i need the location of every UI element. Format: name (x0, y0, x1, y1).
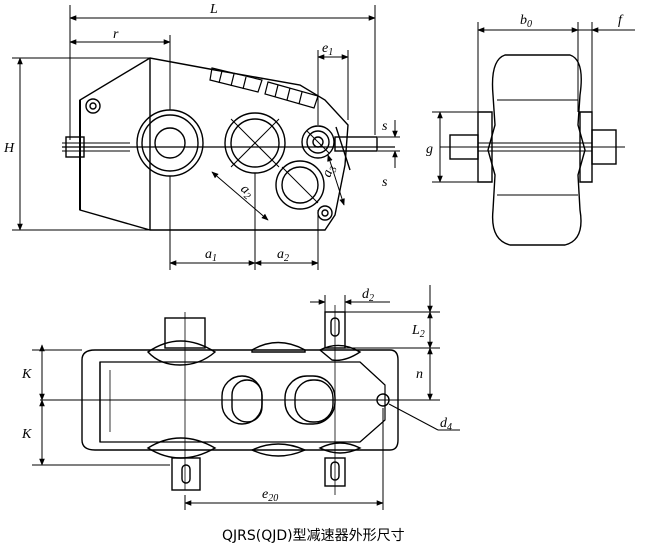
lifting-eye-left (85, 98, 101, 114)
bottom-cap-1 (146, 437, 217, 459)
label-f: f (618, 13, 624, 28)
top-cap-1 (146, 340, 217, 366)
lifting-eye-right (317, 205, 333, 221)
label-K-upper: K (21, 367, 32, 382)
front-dimensions (12, 5, 400, 270)
top-cap-2 (251, 341, 306, 353)
bearing-boss-2 (224, 112, 286, 174)
top-dimensions (32, 285, 460, 510)
top-inner-flange (99, 361, 386, 443)
bottom-input-shaft (171, 457, 201, 491)
bottom-cap-3 (318, 442, 362, 454)
output-shaft (334, 136, 378, 152)
label-e20: e20 (262, 487, 278, 504)
label-d4: d4 (440, 416, 452, 433)
label-L: L (209, 2, 218, 17)
label-a1: a1 (205, 247, 217, 264)
label-a2: a2 (277, 247, 289, 264)
top-vent-boxes (209, 67, 319, 109)
label-a2-diagonal: a2 (236, 182, 256, 203)
side-right-flange (579, 111, 593, 183)
label-r: r (113, 27, 119, 42)
dim-a3 (327, 154, 345, 206)
label-a3: a3 (320, 163, 340, 180)
label-s-top: s (382, 119, 388, 134)
bearing-boss-1 (136, 109, 204, 177)
bottom-cap-2 (250, 443, 307, 457)
top-cap-3 (318, 344, 362, 362)
leader-d4 (388, 403, 439, 431)
figure-caption: QJRS(QJD)型减速器外形尺寸 (222, 528, 405, 544)
front-housing-outline (79, 57, 349, 231)
label-g: g (426, 142, 433, 157)
output-shaft-boss (301, 125, 335, 159)
label-K-lower: K (21, 427, 32, 442)
label-e1: e1 (322, 41, 333, 58)
dim-a2-diagonal (211, 171, 269, 221)
label-n: n (416, 367, 423, 382)
label-L2: L2 (411, 323, 425, 340)
side-view (440, 54, 625, 246)
side-dimensions (432, 22, 635, 183)
bolt-hole-d4 (376, 393, 390, 407)
front-view (62, 57, 395, 231)
label-b0: b0 (520, 13, 532, 30)
bearing-boss-3 (275, 160, 325, 210)
top-view (40, 305, 400, 495)
label-d2: d2 (362, 287, 374, 304)
label-H: H (3, 141, 15, 156)
bottom-output-shaft (324, 457, 346, 487)
side-housing-outline (487, 54, 586, 246)
top-housing-outline (81, 349, 399, 451)
label-s-bottom: s (382, 175, 388, 190)
